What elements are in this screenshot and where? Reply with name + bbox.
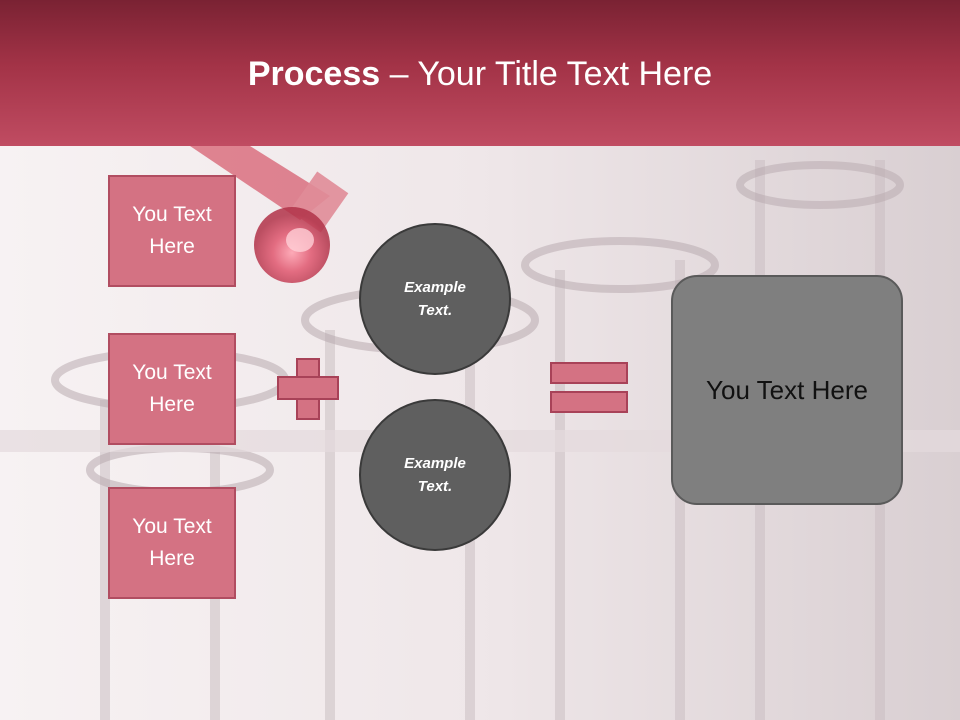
result-label: You Text Here [706, 374, 868, 405]
slide-title: Process – Your Title Text Here [0, 52, 960, 96]
input-box-label: You Text Here [132, 515, 212, 570]
input-box-label: You Text Here [132, 361, 212, 416]
example-circle-2[interactable]: Example Text. [359, 399, 511, 551]
title-rest: – Your Title Text Here [380, 55, 713, 93]
title-bold: Process [247, 55, 381, 93]
input-box-label: You Text Here [132, 203, 212, 258]
example-circle-1[interactable]: Example Text. [359, 223, 511, 375]
title-banner: Process – Your Title Text Here [0, 0, 960, 146]
input-box-2[interactable]: You Text Here [108, 333, 236, 445]
input-box-3[interactable]: You Text Here [108, 487, 236, 599]
circle-label: Example Text. [404, 455, 466, 495]
circle-label: Example Text. [404, 279, 466, 319]
result-box[interactable]: You Text Here [671, 275, 903, 505]
input-box-1[interactable]: You Text Here [108, 175, 236, 287]
